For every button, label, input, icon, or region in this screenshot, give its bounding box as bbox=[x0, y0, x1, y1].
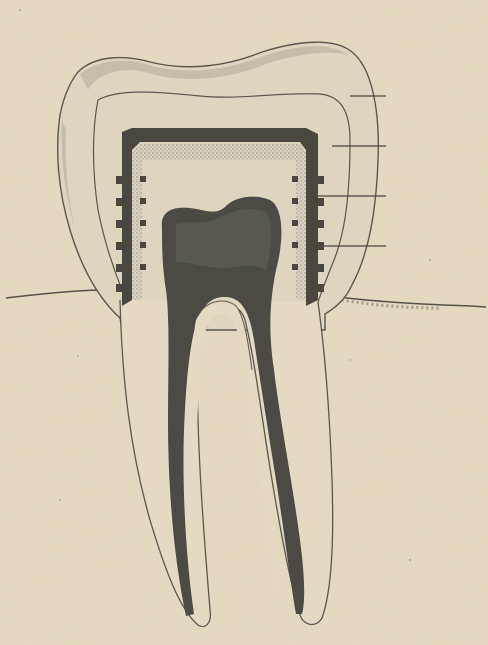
crown-cement-layer bbox=[134, 144, 304, 160]
